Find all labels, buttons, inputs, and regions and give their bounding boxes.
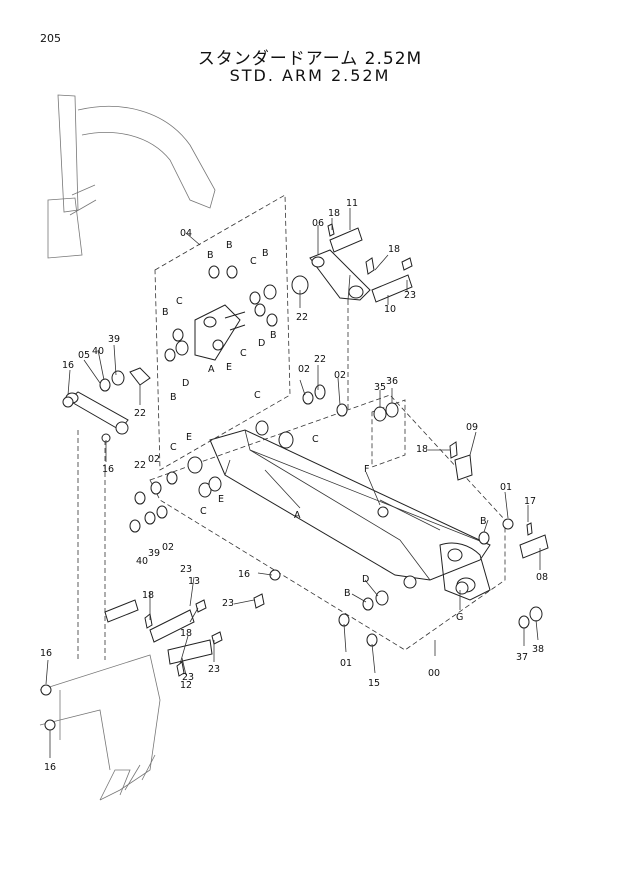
- callout: 18: [142, 590, 154, 601]
- callout: 04: [180, 228, 192, 239]
- callout: 16: [62, 360, 74, 371]
- callout: 06: [312, 218, 324, 229]
- callout: C: [170, 442, 177, 453]
- box-00: [149, 394, 506, 651]
- callout: 01: [500, 482, 512, 493]
- callout: 17: [524, 496, 536, 507]
- cylinder-link: [194, 304, 246, 361]
- callout: 15: [368, 678, 380, 689]
- title-japanese: スタンダードアーム 2.52M: [197, 49, 423, 69]
- callout: 13: [188, 576, 200, 587]
- callout: C: [200, 506, 207, 517]
- callout: 23: [222, 598, 234, 609]
- callout: G: [456, 612, 463, 623]
- callout: 18: [180, 628, 192, 639]
- callout: 23: [208, 664, 220, 675]
- callout: B: [344, 588, 351, 599]
- callout: 02: [334, 370, 346, 381]
- callout: 36: [386, 376, 398, 387]
- leader-lines: [45, 208, 541, 758]
- title-english: STD. ARM 2.52M: [229, 66, 391, 85]
- callout: 02: [162, 542, 174, 553]
- callout: F: [364, 464, 369, 475]
- callout: 16: [238, 569, 250, 580]
- callout: B: [207, 250, 214, 261]
- callout: 40: [92, 346, 104, 357]
- callout: 18: [388, 244, 400, 255]
- callout: 37: [516, 652, 528, 663]
- pins: [104, 227, 549, 665]
- callout: C: [250, 256, 257, 267]
- callout: 01: [340, 658, 352, 669]
- callout: E: [218, 494, 224, 505]
- callout: 08: [536, 572, 548, 583]
- callout: 38: [532, 644, 544, 655]
- callout: B: [270, 330, 277, 341]
- callout: 16: [40, 648, 52, 659]
- callout: C: [240, 348, 247, 359]
- callout: 22: [314, 354, 326, 365]
- callout: B: [226, 240, 233, 251]
- boom-sketch: [47, 94, 216, 259]
- callout: D: [362, 574, 369, 585]
- bushings-washers: [40, 265, 543, 731]
- arm-main-body: [209, 429, 491, 601]
- callout: 22: [134, 460, 146, 471]
- callout: 05: [78, 350, 90, 361]
- callout: 39: [108, 334, 120, 345]
- callout: 40: [136, 556, 148, 567]
- callout: C: [254, 390, 261, 401]
- callout: A: [208, 364, 215, 375]
- box-04: [154, 194, 291, 471]
- callout: 11: [346, 198, 358, 209]
- callout: 22: [296, 312, 308, 323]
- callout: E: [186, 432, 192, 443]
- callout: C: [312, 434, 319, 445]
- callout: 12: [180, 680, 192, 691]
- callout: 23: [404, 290, 416, 301]
- callout: B: [480, 516, 487, 527]
- callout: 23: [182, 672, 194, 683]
- bucket-sketch: [39, 654, 161, 801]
- callout: 16: [102, 464, 114, 475]
- callout: B: [262, 248, 269, 259]
- callout-labels: 04 11 18 06 18 23 10 B B B C C B B E D A…: [40, 198, 548, 773]
- callout: 10: [384, 304, 396, 315]
- callout: 02: [298, 364, 310, 375]
- callout: 39: [148, 548, 160, 559]
- callout: A: [294, 510, 301, 521]
- callout: 09: [466, 422, 478, 433]
- grease-fittings: [144, 223, 533, 677]
- callout: 18: [328, 208, 340, 219]
- callout: B: [162, 307, 169, 318]
- page-number: 205: [40, 32, 61, 45]
- callout: E: [226, 362, 232, 373]
- callout: D: [258, 338, 265, 349]
- callout: 18: [416, 444, 428, 455]
- callout: D: [182, 378, 189, 389]
- callout: 16: [44, 762, 56, 773]
- callout: 22: [134, 408, 146, 419]
- callout: 23: [180, 564, 192, 575]
- callout: 00: [428, 668, 440, 679]
- callout: 02: [148, 454, 160, 465]
- callout: B: [170, 392, 177, 403]
- callout: C: [176, 296, 183, 307]
- callout: 35: [374, 382, 386, 393]
